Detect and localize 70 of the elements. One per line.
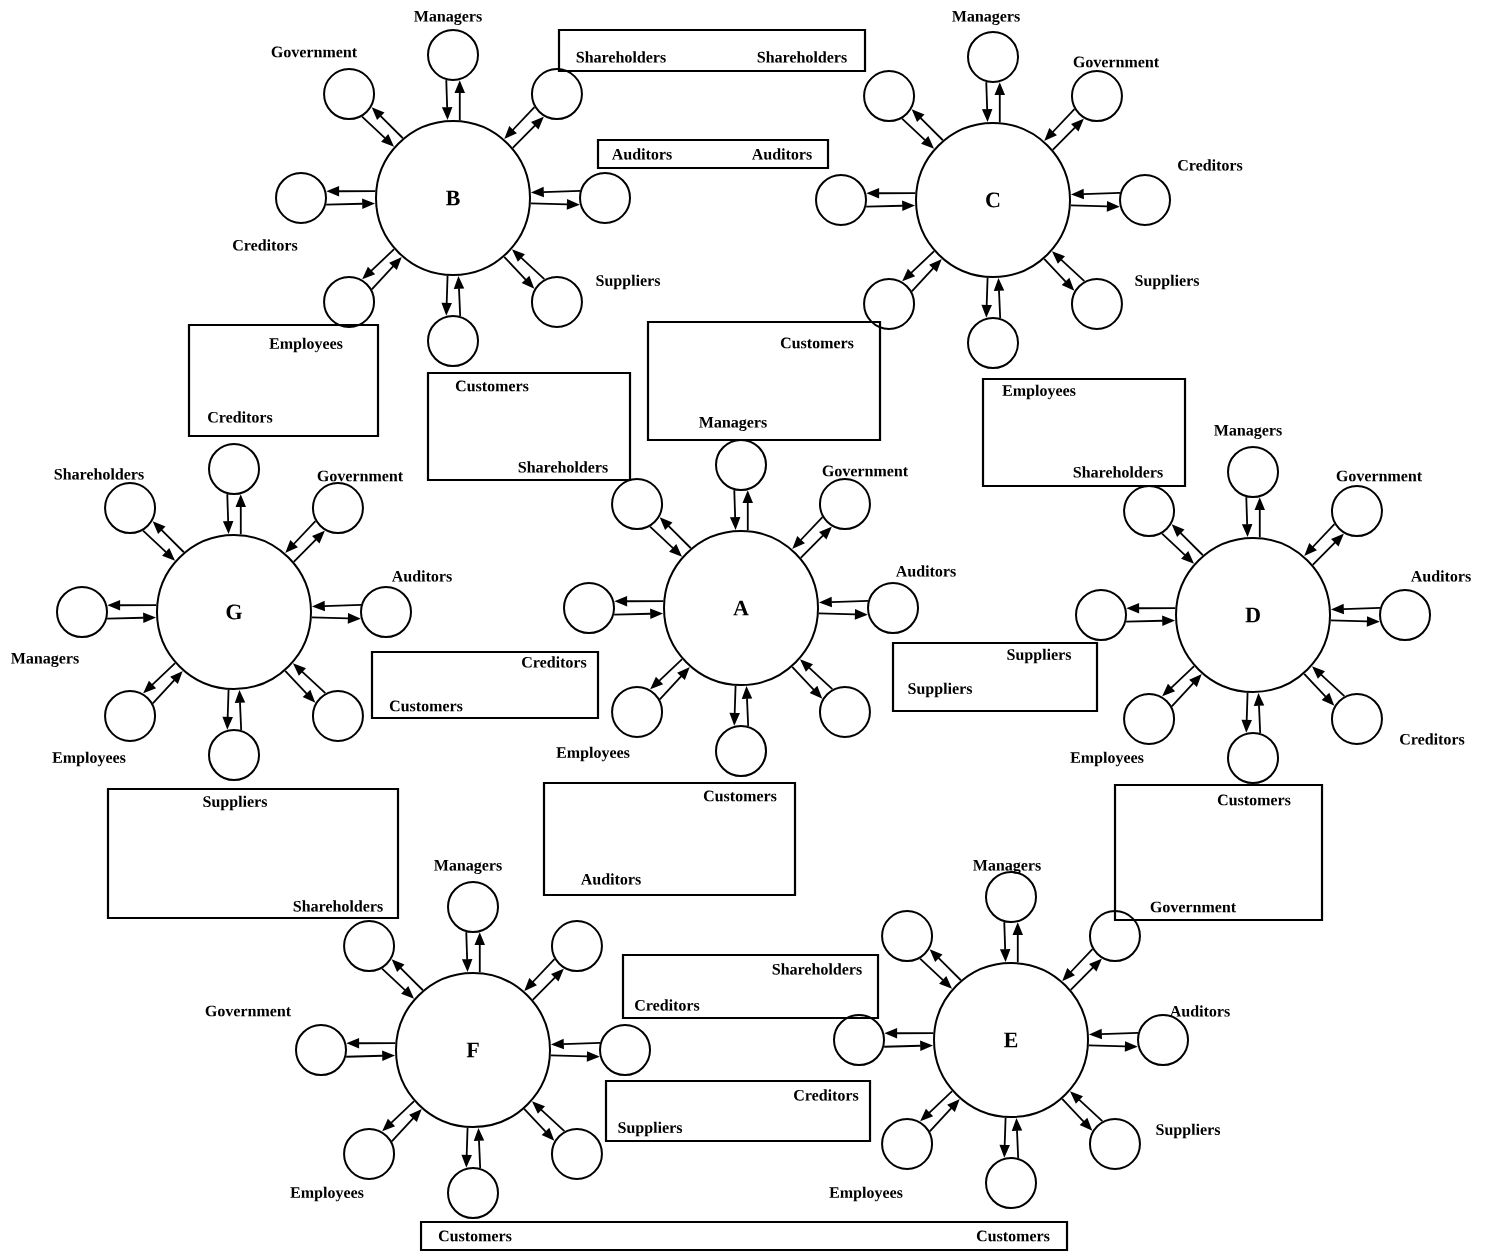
stakeholder-circle	[967, 317, 1019, 369]
stakeholder-circle	[550, 1127, 603, 1180]
stakeholder-label: Government	[317, 470, 404, 482]
stakeholder-label: Managers	[11, 653, 79, 667]
stakeholder-label: Managers	[952, 11, 1020, 25]
stakeholder-circle	[833, 1014, 885, 1066]
stakeholder-label: Employees	[556, 746, 630, 762]
stakeholder-label: Employees	[290, 1186, 364, 1202]
stakeholder-circle	[563, 582, 615, 634]
stakeholder-label: Government	[822, 465, 909, 477]
stakeholder-circle	[447, 1167, 499, 1219]
stakeholder-label: Suppliers	[1135, 274, 1200, 290]
text-box: Shareholders Creditors	[621, 953, 880, 1020]
stakeholder-label: Government	[205, 1005, 292, 1017]
stakeholder-circle	[818, 685, 871, 738]
stakeholder-circle	[208, 729, 260, 781]
stakeholder-circle	[208, 443, 260, 495]
text-box: Suppliers Suppliers	[891, 641, 1099, 713]
stakeholder-label: Government	[1073, 56, 1160, 68]
stakeholder-circle	[530, 68, 583, 121]
stakeholder-circle	[863, 277, 916, 330]
text-box: Employees Shareholders	[981, 377, 1187, 488]
text-box: Employees Creditors	[187, 323, 380, 438]
stakeholder-circle	[1123, 485, 1176, 538]
text-box: Customers Auditors	[542, 781, 797, 897]
stakeholder-label: Auditors	[1169, 1005, 1230, 1017]
stakeholder-label: Auditors	[895, 565, 956, 577]
text-box: Customers Government	[1113, 783, 1324, 922]
stakeholder-label: Creditors	[1178, 159, 1243, 171]
stakeholder-label: Auditors	[391, 570, 452, 582]
text-box: Customers Customers	[419, 1220, 1069, 1251]
text-box: Customers Shareholders	[426, 371, 632, 482]
stakeholder-circle	[985, 1157, 1037, 1209]
text-box: Creditors Customers	[370, 650, 600, 720]
stakeholder-circle	[863, 70, 916, 123]
stakeholder-circle	[715, 725, 767, 777]
stakeholder-circle	[715, 439, 767, 491]
stakeholder-label: Employees	[829, 1186, 903, 1202]
stakeholder-label: Managers	[1214, 425, 1282, 439]
stakeholder-label: Government	[1336, 470, 1423, 482]
stakeholder-circle	[579, 172, 631, 224]
stakeholder-label: Auditors	[1410, 570, 1471, 582]
text-box: Auditors Auditors	[596, 138, 830, 170]
stakeholder-label: Suppliers	[596, 274, 661, 290]
stakeholder-label: Government	[271, 46, 358, 58]
text-box: Shareholders Shareholders	[557, 28, 867, 73]
stakeholder-circle	[881, 910, 934, 963]
stakeholder-label: Managers	[973, 860, 1041, 874]
stakeholder-label: Managers	[414, 11, 482, 25]
stakeholder-label: Creditors	[1400, 733, 1465, 745]
stakeholder-label: Suppliers	[1156, 1123, 1221, 1139]
stakeholder-circle	[311, 689, 364, 742]
stakeholder-circle	[427, 315, 479, 367]
stakeholder-circle	[815, 174, 867, 226]
stakeholder-label: Employees	[1070, 751, 1144, 767]
stakeholder-circle	[323, 275, 376, 328]
stakeholder-circle	[343, 920, 396, 973]
stakeholder-circle	[1227, 732, 1279, 784]
stakeholder-circle	[599, 1024, 651, 1076]
stakeholder-circle	[611, 478, 664, 531]
stakeholder-label: Shareholders	[54, 468, 144, 480]
text-box: Creditors Suppliers	[604, 1079, 872, 1143]
stakeholder-circle	[1075, 589, 1127, 641]
stakeholder-circle	[1088, 910, 1141, 963]
text-box: Suppliers Shareholders	[106, 787, 400, 920]
stakeholder-label: Employees	[52, 751, 126, 767]
stakeholder-label: Managers	[434, 860, 502, 874]
stakeholder-circle	[550, 920, 603, 973]
stakeholder-label: Creditors	[233, 239, 298, 251]
text-box: Customers Managers	[646, 320, 882, 442]
